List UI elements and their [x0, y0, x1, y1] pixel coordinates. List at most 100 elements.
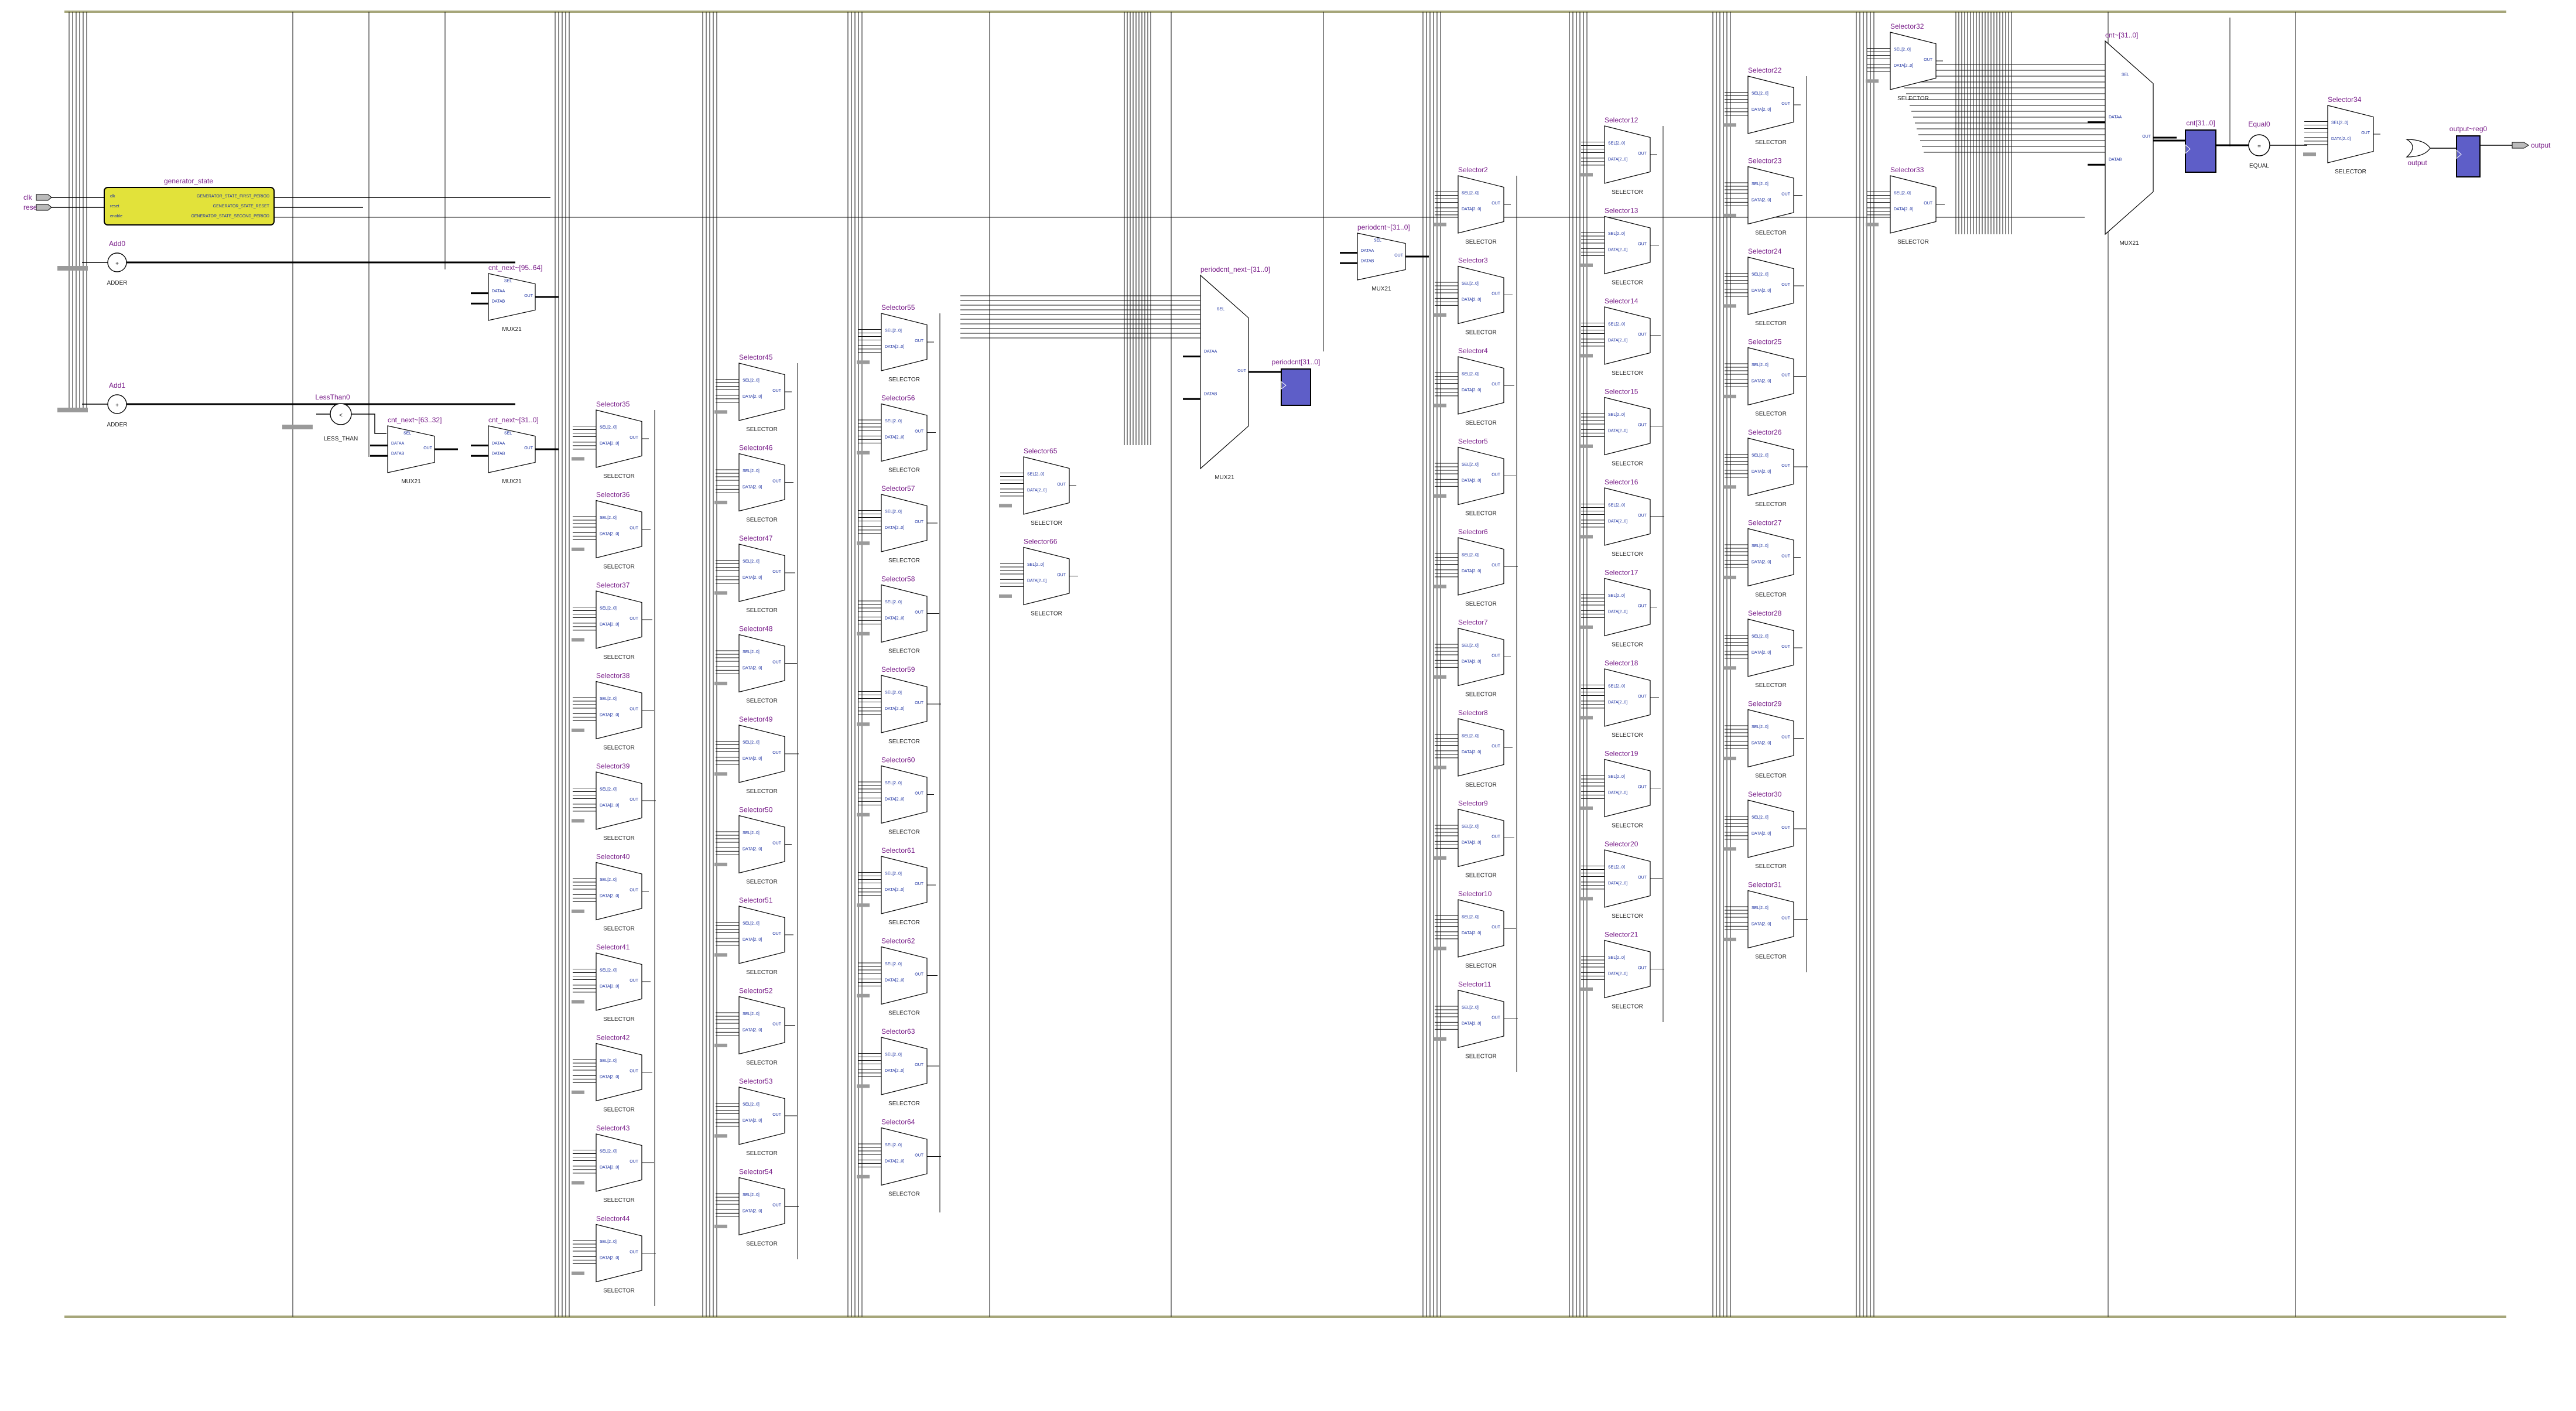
- selector-type: SELECTOR: [1612, 732, 1643, 739]
- selector-body: [596, 409, 642, 468]
- const-input-icon: [1580, 987, 1593, 991]
- selector-body: [1747, 619, 1794, 677]
- selector-type: SELECTOR: [1755, 954, 1787, 961]
- selector-body: [738, 1087, 785, 1145]
- wire: [351, 414, 386, 434]
- selector-out-pin: OUT: [1781, 283, 1791, 287]
- selector-data-pin: DATA[2..0]: [600, 532, 619, 536]
- selector-data-pin: DATA[2..0]: [743, 576, 762, 580]
- selector-out-pin: OUT: [915, 792, 924, 796]
- selector-body: [738, 725, 785, 783]
- selector-type: SELECTOR: [603, 1288, 635, 1294]
- selector-body: [596, 1133, 642, 1192]
- selector-out-pin: OUT: [915, 611, 924, 615]
- selector-sel-pin: SEL[2..0]: [600, 697, 617, 701]
- selector-out-pin: OUT: [630, 436, 639, 440]
- const-input-icon: [1580, 444, 1593, 448]
- mux-dataa-pin: DATAA: [391, 442, 405, 446]
- adder: Add0+ADDER: [57, 240, 128, 286]
- mux-type: MUX21: [2119, 240, 2139, 247]
- mux-datab-pin: DATAB: [2109, 158, 2122, 162]
- mux-datab-pin: DATAB: [391, 452, 405, 456]
- const-input-icon: [572, 1090, 584, 1094]
- selector-body: [738, 1177, 785, 1236]
- less-than-icon: [330, 403, 352, 425]
- const-input-icon: [857, 541, 870, 545]
- selector-type: SELECTOR: [1612, 551, 1643, 558]
- selector-out-pin: OUT: [1491, 382, 1501, 387]
- selector-sel-pin: SEL[2..0]: [1462, 282, 1479, 286]
- selector-name: Selector41: [596, 943, 630, 951]
- const-input-icon: [572, 1000, 584, 1004]
- selector-name: Selector65: [1024, 447, 1058, 455]
- selector-out-pin: OUT: [630, 527, 639, 531]
- mux-datab-pin: DATAB: [1204, 392, 1217, 397]
- selector-out-pin: OUT: [772, 842, 782, 846]
- selector-body: [596, 862, 642, 921]
- mux-type: MUX21: [502, 326, 522, 333]
- selector-type: SELECTOR: [1465, 782, 1497, 788]
- mux-dataa-pin: DATAA: [2109, 115, 2122, 119]
- or-gate-icon: [2405, 139, 2431, 158]
- selector-body: [1747, 528, 1794, 587]
- selector-name: Selector46: [739, 444, 773, 452]
- selector-body: [1458, 356, 1504, 415]
- selector-sel-pin: SEL[2..0]: [1751, 906, 1768, 910]
- selector-body: [1458, 808, 1504, 867]
- selector-type: SELECTOR: [603, 1197, 635, 1204]
- selector-type: SELECTOR: [1465, 963, 1497, 969]
- selector-name: Selector59: [881, 665, 915, 674]
- selector-name: Selector64: [881, 1118, 915, 1126]
- selector-sel-pin: SEL[2..0]: [743, 650, 760, 654]
- selector-body: [1604, 759, 1651, 818]
- const-input-icon: [714, 681, 727, 685]
- selector-out-pin: OUT: [1491, 744, 1501, 749]
- selector-type: SELECTOR: [1031, 611, 1062, 617]
- selector-sel-pin: SEL[2..0]: [600, 1240, 617, 1244]
- register-name: periodcnt[31..0]: [1272, 358, 1321, 366]
- selector-name: Selector47: [739, 534, 773, 542]
- selector-out-pin: OUT: [1638, 333, 1647, 337]
- selector-sel-pin: SEL[2..0]: [743, 740, 760, 744]
- selector-type: SELECTOR: [603, 654, 635, 661]
- selector-data-pin: DATA[2..0]: [1462, 298, 1481, 302]
- selector-sel-pin: SEL[2..0]: [743, 1012, 760, 1016]
- selector-out-pin: OUT: [1491, 925, 1501, 930]
- selector-sel-pin: SEL[2..0]: [885, 510, 902, 514]
- selector-name: Selector40: [596, 853, 630, 861]
- selector-sel-pin: SEL[2..0]: [1751, 634, 1768, 638]
- selector-name: Selector60: [881, 756, 915, 764]
- selector-name: Selector36: [596, 491, 630, 499]
- selector-type: SELECTOR: [603, 835, 635, 842]
- const-input-icon: [857, 360, 870, 364]
- selector-data-pin: DATA[2..0]: [885, 1159, 904, 1163]
- port-arrow-icon: [36, 204, 52, 211]
- selector-sel-pin: SEL[2..0]: [1462, 463, 1479, 467]
- const-input-icon: [1434, 404, 1446, 408]
- mux-dataa-pin: DATAA: [492, 442, 505, 446]
- selector-body: [1890, 175, 1937, 234]
- selector-data-pin: DATA[2..0]: [1027, 579, 1046, 583]
- const-input-icon: [572, 1181, 584, 1185]
- selector-sel-pin: SEL[2..0]: [743, 831, 760, 835]
- selector-name: Selector9: [1458, 800, 1488, 808]
- equality-type: EQUAL: [2249, 163, 2269, 169]
- register-body: [2456, 135, 2481, 177]
- selector-body: [738, 634, 785, 693]
- selector-type: SELECTOR: [888, 377, 920, 383]
- selector-body: [1747, 709, 1794, 768]
- selector-data-pin: DATA[2..0]: [885, 978, 904, 982]
- selector-name: Selector48: [739, 625, 773, 633]
